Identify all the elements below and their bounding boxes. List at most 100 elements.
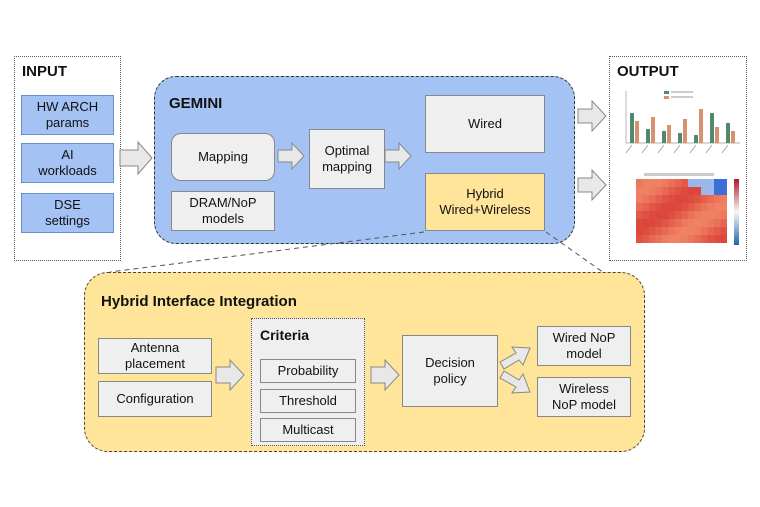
heatmap-cell <box>688 195 695 203</box>
thumb-tick <box>673 144 681 154</box>
output-bar-chart-thumbnail <box>616 87 744 167</box>
heatmap-cell <box>668 187 675 195</box>
gemini-hybrid: Hybrid Wired+Wireless <box>425 173 545 231</box>
heatmap-cell <box>707 187 714 195</box>
heatmap-cell <box>642 219 649 227</box>
heatmap-cell <box>720 179 727 187</box>
heatmap-cell <box>655 211 662 219</box>
heatmap-cell <box>662 179 669 187</box>
heatmap-cell <box>707 211 714 219</box>
heatmap-cell <box>688 187 695 195</box>
heatmap-cell <box>636 179 643 187</box>
arrow-decision-to-wired-nop <box>499 346 531 370</box>
thumb-tick <box>641 144 649 154</box>
heatmap-cell <box>675 179 682 187</box>
heatmap-cell <box>655 187 662 195</box>
heatmap-cell <box>668 203 675 211</box>
heatmap-cell <box>707 179 714 187</box>
heatmap-cell <box>681 187 688 195</box>
heatmap-cell <box>681 235 688 243</box>
criteria-probability: Probability <box>260 359 356 383</box>
output-title: OUTPUT <box>617 63 679 80</box>
configuration: Configuration <box>98 381 212 417</box>
heatmap-cell <box>642 187 649 195</box>
heatmap-cell <box>688 227 695 235</box>
hybrid-integration-title: Hybrid Interface Integration <box>101 293 297 310</box>
thumb-tick <box>657 144 665 154</box>
heatmap-cell <box>714 219 721 227</box>
thumb-tick <box>689 144 697 154</box>
heatmap-cell <box>694 235 701 243</box>
heatmap-cell <box>720 187 727 195</box>
heatmap-cell <box>688 235 695 243</box>
heatmap-cell <box>681 195 688 203</box>
input-ai-workloads: AI workloads <box>21 143 114 183</box>
heatmap-cell <box>681 219 688 227</box>
heatmap-cell <box>675 195 682 203</box>
heatmap-cell <box>675 227 682 235</box>
criteria-box: Criteria Probability Threshold Multicast <box>251 318 365 446</box>
heatmap-cell <box>694 227 701 235</box>
input-title: INPUT <box>22 63 67 80</box>
heatmap-cell <box>655 179 662 187</box>
heatmap-cell <box>636 219 643 227</box>
heatmap-cell <box>714 203 721 211</box>
thumb-bar <box>683 119 687 143</box>
heatmap-cell <box>701 227 708 235</box>
heatmap-cell <box>675 203 682 211</box>
heatmap-cell <box>720 227 727 235</box>
criteria-multicast: Multicast <box>260 418 356 442</box>
heatmap-cell <box>675 211 682 219</box>
heatmap-cell <box>662 203 669 211</box>
heatmap-cell <box>636 235 643 243</box>
thumb-bar <box>715 127 719 143</box>
zoom-line-right <box>545 231 625 288</box>
heatmap-cell <box>649 203 656 211</box>
heatmap-cell <box>636 211 643 219</box>
input-panel: INPUT HW ARCH params AI workloads DSE se… <box>14 56 121 261</box>
heatmap-cell <box>636 227 643 235</box>
heatmap-cell <box>694 211 701 219</box>
thumb-bar <box>726 123 730 143</box>
gemini-title: GEMINI <box>169 95 223 112</box>
thumb-bar <box>699 109 703 143</box>
heatmap-cell <box>636 187 643 195</box>
heatmap-cell <box>688 219 695 227</box>
heatmap-cell <box>675 235 682 243</box>
gemini-panel: GEMINI Mapping DRAM/NoP models Optimal m… <box>154 76 575 244</box>
antenna-placement: Antenna placement <box>98 338 212 374</box>
thumb-tick <box>625 144 633 154</box>
heatmap-cell <box>649 179 656 187</box>
heatmap-cell <box>694 195 701 203</box>
heatmap-cell <box>662 211 669 219</box>
heatmap-cell <box>662 195 669 203</box>
heatmap-cell <box>668 235 675 243</box>
heatmap-cell <box>668 179 675 187</box>
criteria-title: Criteria <box>260 327 310 343</box>
heatmap-cell <box>720 219 727 227</box>
gemini-dram-nop-models: DRAM/NoP models <box>171 191 275 231</box>
heatmap-cell <box>642 195 649 203</box>
heatmap-cell <box>707 235 714 243</box>
output-bar-chart-bars <box>630 109 735 143</box>
arrow-mapping-to-optimal <box>277 141 305 171</box>
heatmap-cell <box>720 203 727 211</box>
arrow-decision-to-wireless-nop <box>499 370 531 394</box>
thumb-bar <box>635 121 639 143</box>
arrow-optimal-to-outputs <box>384 141 412 171</box>
output-panel: OUTPUT <box>609 56 747 261</box>
heatmap-cell <box>681 211 688 219</box>
heatmap-cell <box>701 219 708 227</box>
output-heatmap-thumbnail <box>616 171 744 257</box>
heatmap-cell <box>688 203 695 211</box>
output-bar-chart-ticks <box>625 144 729 154</box>
heatmap-cell <box>668 219 675 227</box>
thumb-bar <box>662 131 666 143</box>
heatmap-cell <box>701 195 708 203</box>
heatmap-cell <box>662 227 669 235</box>
heatmap-cell <box>720 235 727 243</box>
heatmap-cell <box>714 179 721 187</box>
heatmap-cell <box>707 227 714 235</box>
